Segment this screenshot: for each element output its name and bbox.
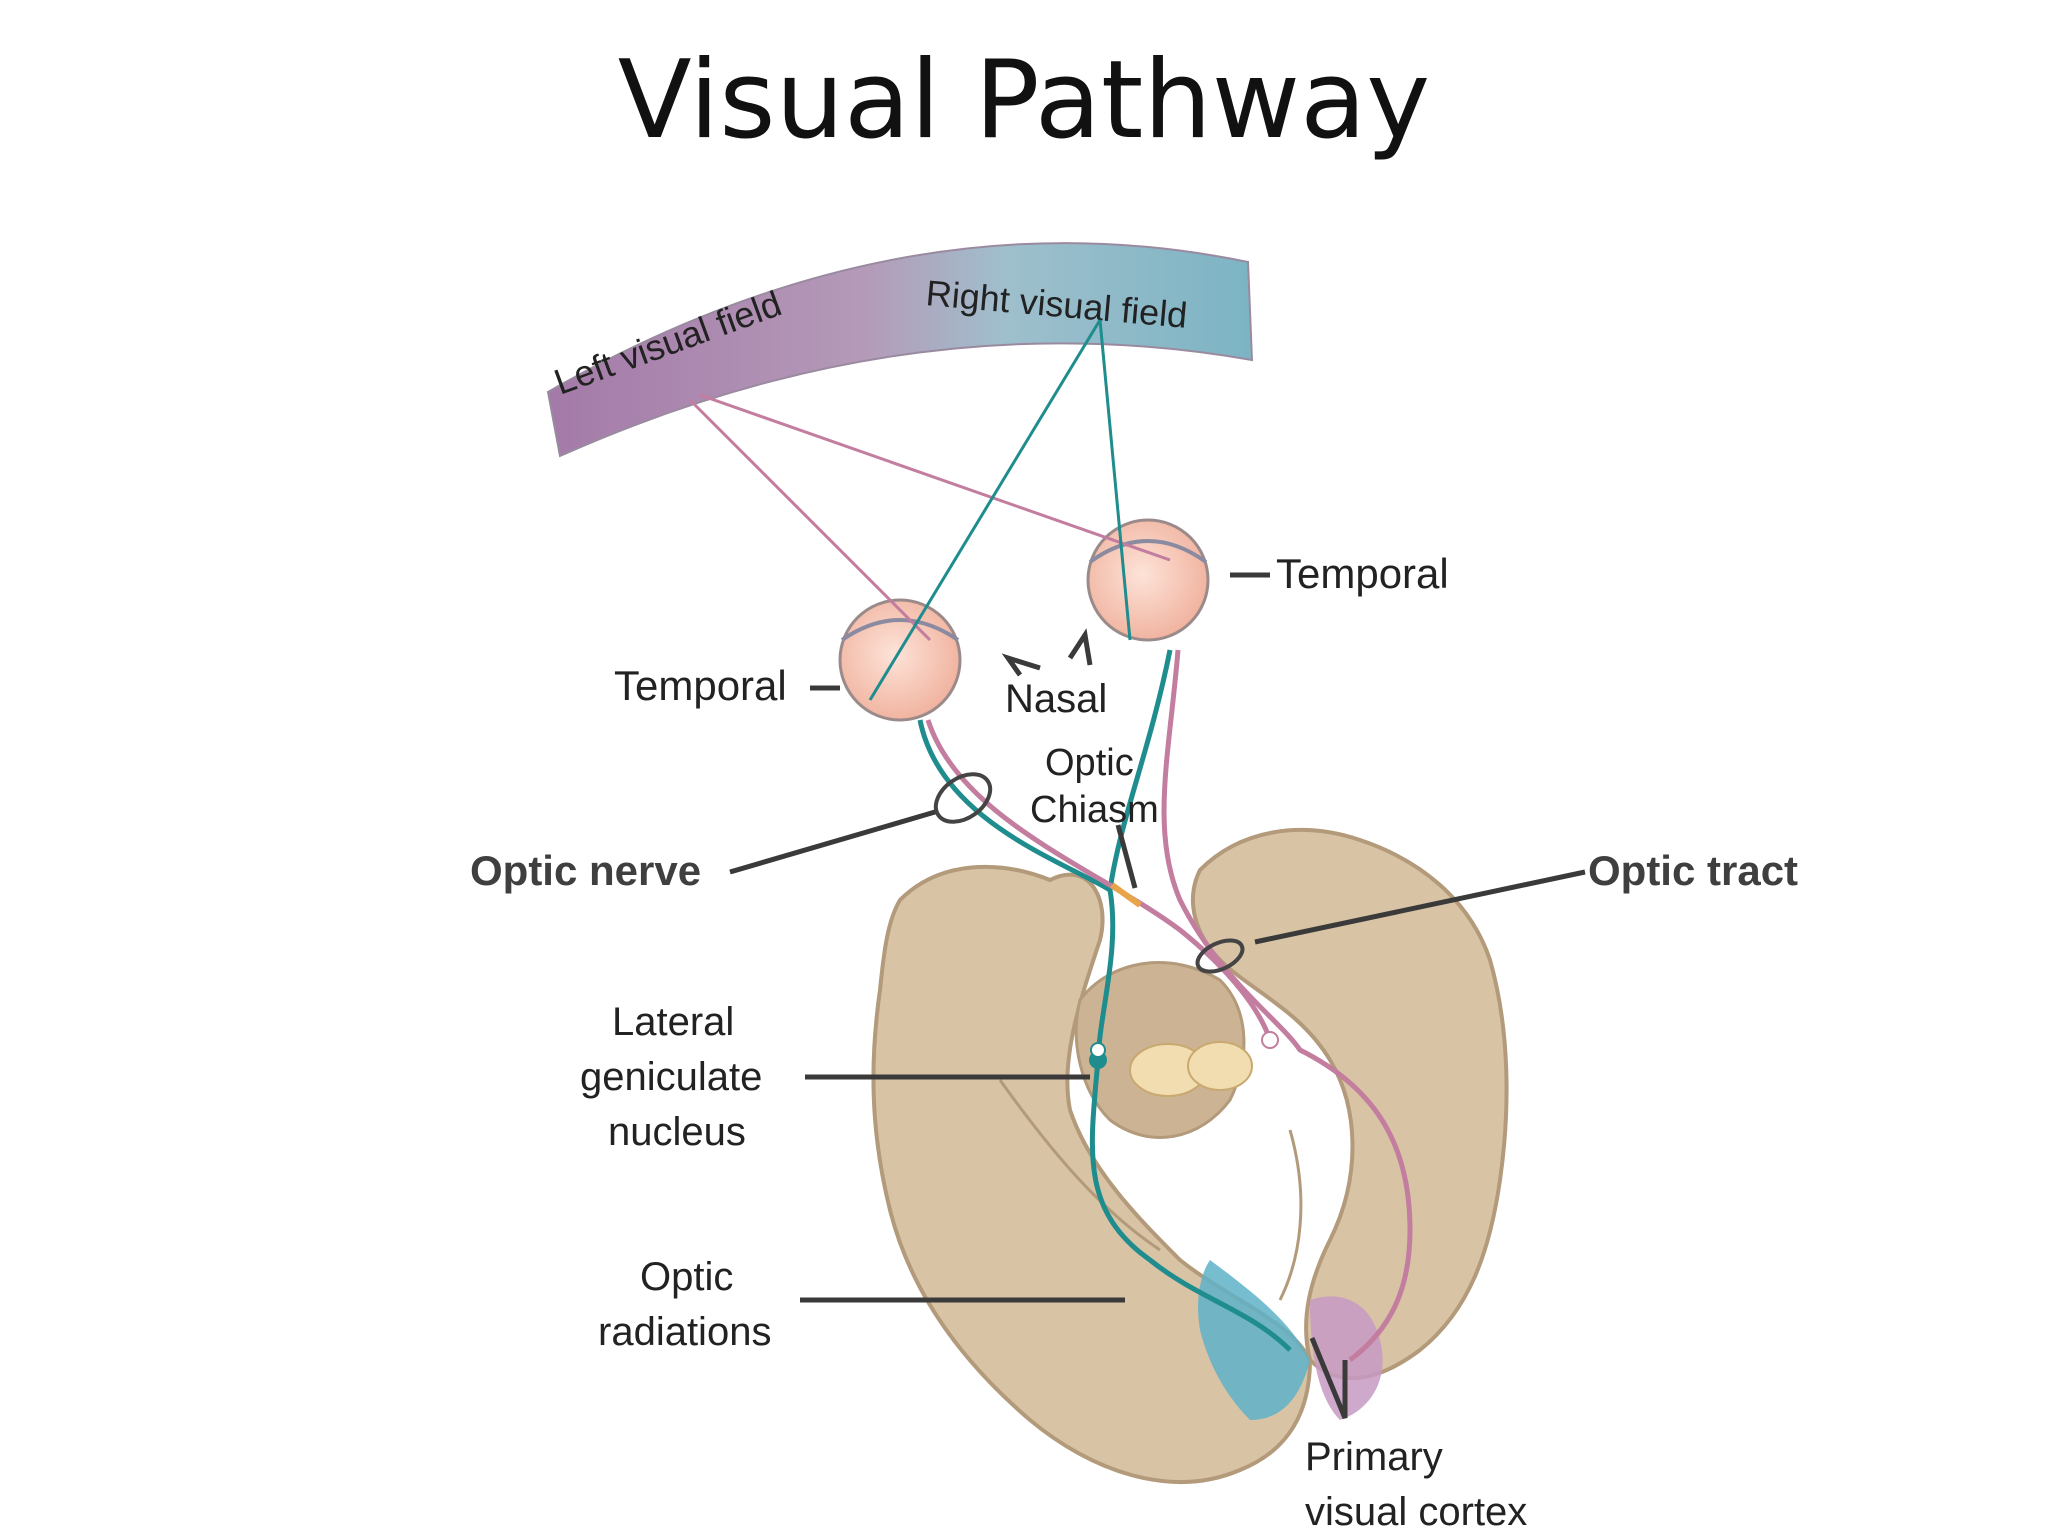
optic-radiations-label-line1: Optic	[640, 1255, 733, 1299]
nasal-label: Nasal	[1005, 677, 1107, 721]
leader-lines	[729, 572, 1586, 1419]
cortex-pink-region	[1310, 1296, 1383, 1420]
optic-chiasm-label-line1: Optic	[1045, 742, 1134, 784]
lgn-label-line1: Lateral	[612, 1000, 734, 1044]
temporal-left-label: Temporal	[614, 662, 787, 709]
primary-visual-cortex-label-line1: Primary	[1305, 1435, 1443, 1479]
visual-field-band: Left visual field Right visual field	[546, 242, 1254, 458]
optic-chiasm-label-line2: Chiasm	[1030, 789, 1159, 831]
pink-pathway-right	[1161, 649, 1413, 1362]
left-eye	[838, 598, 962, 722]
lgn-label-line2: geniculate	[580, 1055, 762, 1099]
cortex-teal-region	[1198, 1260, 1310, 1420]
brain-right-hemisphere	[1191, 828, 1509, 1381]
pink-pathway-left	[925, 719, 1273, 1041]
field-projection-lines	[688, 319, 1171, 701]
lgn-label-line3: nucleus	[608, 1110, 746, 1154]
optic-nerve-label: Optic nerve	[470, 847, 701, 894]
teal-pathway-right	[1107, 649, 1173, 891]
optic-nerve-marker	[933, 772, 993, 824]
slide-title: Visual Pathway	[617, 38, 1431, 163]
optic-tract-label: Optic tract	[1588, 847, 1798, 894]
optic-radiations-label-line2: radiations	[598, 1310, 771, 1354]
thalamus-right	[1187, 1041, 1253, 1091]
optic-tract-marker	[1195, 938, 1245, 974]
optic-pathway	[917, 649, 1413, 1362]
primary-visual-cortex-label-line2: visual cortex	[1305, 1490, 1527, 1534]
temporal-right-label: Temporal	[1276, 550, 1449, 597]
brain-section	[871, 828, 1509, 1484]
right-eye	[1086, 518, 1210, 642]
eyes	[838, 518, 1210, 722]
